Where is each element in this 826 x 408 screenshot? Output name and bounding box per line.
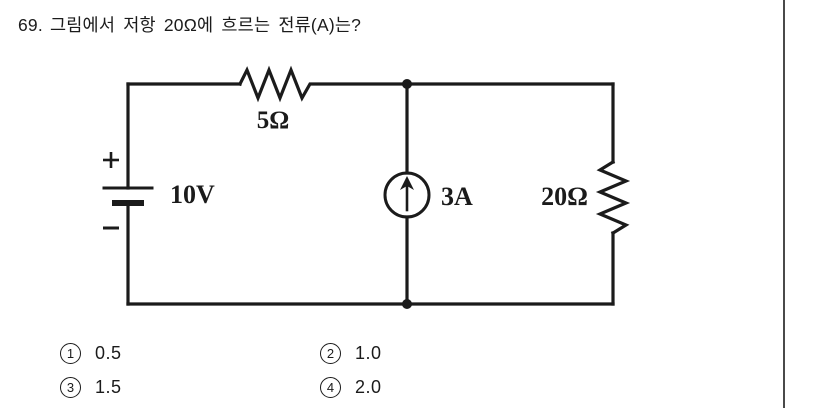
junction-node-top	[402, 79, 412, 89]
current-source-arrow-head	[400, 176, 414, 190]
label-20ohm: 20Ω	[541, 182, 588, 211]
answer-option-4-marker: 4	[320, 376, 341, 398]
circuit-schematic-svg: 5Ω 10V 3A 20Ω	[102, 65, 631, 309]
junction-node-bottom	[402, 299, 412, 309]
resistor-5ohm-symbol	[237, 65, 409, 103]
answer-option-3-value: 1.5	[95, 376, 122, 397]
question-text: 그림에서 저항 20Ω에 흐르는 전류(A)는?	[49, 15, 362, 35]
answer-option-3-marker: 3	[60, 376, 81, 398]
answer-option-4-value: 2.0	[355, 376, 382, 397]
answer-option-1-value: 0.5	[95, 342, 122, 363]
answer-option-2-value: 1.0	[355, 342, 382, 363]
label-3a: 3A	[441, 182, 473, 211]
answer-options-row-2: 3 1.5 4 2.0	[60, 370, 760, 404]
question-heading: 69. 그림에서 저항 20Ω에 흐르는 전류(A)는?	[18, 12, 758, 38]
answer-option-2[interactable]: 2 1.0	[320, 342, 382, 364]
answer-option-3[interactable]: 3 1.5	[60, 376, 320, 398]
label-10v: 10V	[170, 180, 215, 209]
answer-options: 1 0.5 2 1.0 3 1.5 4 2.0	[60, 336, 760, 404]
answer-option-1-marker: 1	[60, 342, 81, 364]
answer-option-4[interactable]: 4 2.0	[320, 376, 382, 398]
answer-option-2-marker: 2	[320, 342, 341, 364]
page-margin-rule	[783, 0, 785, 408]
answer-options-row-1: 1 0.5 2 1.0	[60, 336, 760, 370]
resistor-20ohm-symbol	[595, 159, 631, 236]
question-number: 69.	[18, 15, 43, 35]
answer-option-1[interactable]: 1 0.5	[60, 342, 320, 364]
circuit-diagram: 5Ω 10V 3A 20Ω	[0, 50, 760, 320]
label-5ohm: 5Ω	[257, 107, 290, 134]
polarity-plus-icon	[103, 152, 119, 168]
